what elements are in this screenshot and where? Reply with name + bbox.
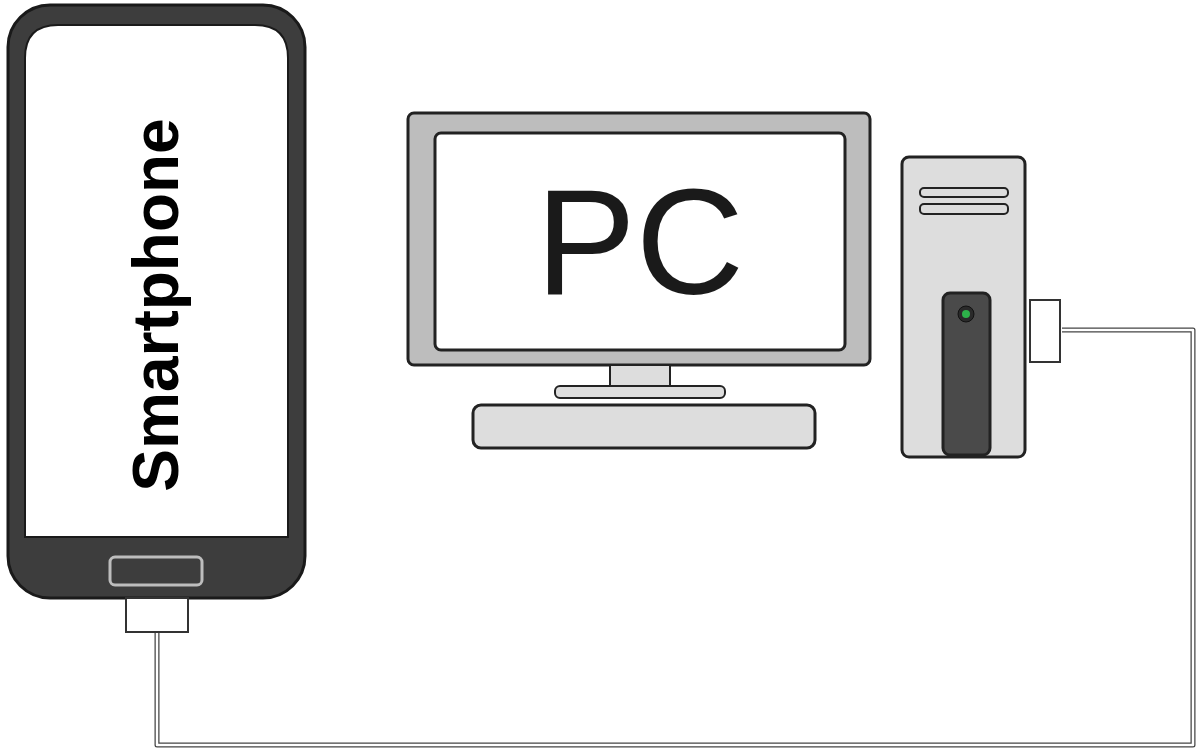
- drive-slot: [920, 204, 1008, 214]
- smartphone-node: Smartphone: [8, 5, 305, 598]
- home-button: [110, 557, 202, 585]
- monitor-frame: [408, 113, 870, 365]
- power-led-light: [962, 310, 970, 318]
- monitor-neck: [610, 365, 670, 387]
- monitor-screen: [435, 133, 845, 350]
- front-panel: [943, 293, 990, 455]
- cable-outline: [157, 330, 1193, 745]
- pc-node: PC: [405, 112, 1062, 462]
- cable-core: [157, 330, 1193, 745]
- device-label: Smartphone: [124, 118, 188, 491]
- tower-plug: [1030, 300, 1060, 362]
- pc-tower: [902, 157, 1025, 457]
- monitor-base: [555, 386, 725, 398]
- phone-screen: [25, 25, 288, 537]
- power-led: [958, 306, 974, 322]
- drive-slot: [920, 188, 1008, 197]
- keyboard: [473, 405, 815, 448]
- usb-cable: [157, 330, 1193, 745]
- phone-body: [8, 5, 305, 598]
- phone-plug: [126, 598, 188, 632]
- device-label: PC: [536, 167, 744, 317]
